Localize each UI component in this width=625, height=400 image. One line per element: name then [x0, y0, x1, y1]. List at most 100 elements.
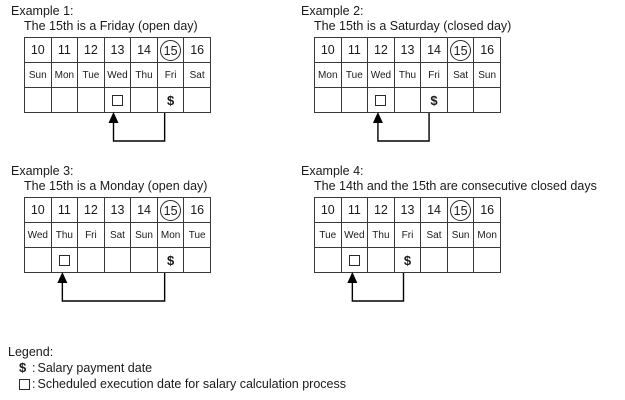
weekday-cell: Wed [24, 222, 52, 248]
arrow-head-icon [372, 112, 383, 123]
weekday-cell: Thu [130, 62, 158, 88]
day-number-cell: 15 [156, 37, 185, 63]
weekday-cell: Wed [103, 62, 132, 88]
circled-day-marker: 15 [450, 39, 472, 61]
weekday-cell: Tue [77, 62, 105, 88]
dollar-icon: $ [19, 360, 27, 375]
legend: Legend: $ : Salary payment date : Schedu… [8, 344, 346, 392]
weekday-cell: Tue [183, 222, 211, 248]
marker-cell [420, 247, 448, 273]
day-number-cell: 15 [156, 197, 185, 223]
example-4-title: Example 4: [301, 164, 364, 178]
marker-cell [103, 87, 132, 113]
weekday-cell: Tue [340, 62, 369, 88]
weekday-cell: Fri [156, 62, 185, 88]
weekday-cell: Sun [130, 222, 158, 248]
example-4-subtitle: The 14th and the 15th are consecutive cl… [314, 179, 597, 193]
marker-cell: $ [156, 247, 185, 273]
example-1-title: Example 1: [11, 4, 74, 18]
day-number-cell: 10 [24, 197, 52, 223]
legend-title: Legend: [8, 345, 54, 359]
example-1: Example 1:The 15th is a Friday (open day… [11, 4, 211, 142]
day-number-cell: 12 [77, 37, 105, 63]
circled-day-marker: 15 [160, 199, 182, 221]
example-2-subtitle: The 15th is a Saturday (closed day) [314, 19, 512, 33]
marker-cell [50, 87, 79, 113]
arrow-head-icon [108, 112, 119, 123]
example-3-flow-arrow [57, 272, 166, 302]
legend-item-salary-payment-date: $ : Salary payment date [19, 360, 346, 376]
weekday-cell: Wed [340, 222, 369, 248]
arrow-head-icon [347, 272, 358, 283]
day-number-cell: 16 [473, 37, 501, 63]
marker-cell [367, 87, 395, 113]
day-number-cell: 12 [367, 197, 395, 223]
day-number-cell: 13 [103, 197, 132, 223]
day-number-cell: 11 [50, 37, 79, 63]
dollar-icon: $ [166, 252, 175, 268]
table-row-markers: $ [24, 87, 211, 113]
example-2-title: Example 2: [301, 4, 364, 18]
square-icon [375, 95, 387, 107]
day-number-cell: 15 [446, 37, 475, 63]
table-row-markers: $ [314, 87, 501, 113]
weekday-cell: Sun [24, 62, 52, 88]
marker-cell [367, 247, 395, 273]
day-number-cell: 14 [420, 37, 448, 63]
dollar-icon: $ [166, 92, 175, 108]
square-icon [58, 255, 70, 267]
table-row-markers: $ [314, 247, 501, 273]
marker-cell: $ [420, 87, 448, 113]
dollar-icon: $ [403, 252, 412, 268]
weekday-cell: Sat [420, 222, 448, 248]
marker-cell [77, 87, 105, 113]
weekday-cell: Mon [156, 222, 185, 248]
legend-item-label: Salary payment date [37, 361, 153, 375]
marker-cell: $ [156, 87, 185, 113]
weekday-cell: Sat [103, 222, 132, 248]
marker-cell [446, 87, 475, 113]
day-number-cell: 10 [314, 197, 342, 223]
marker-cell [446, 247, 475, 273]
legend-item-separator: : [32, 361, 36, 375]
day-number-cell: 12 [367, 37, 395, 63]
square-icon [19, 378, 30, 390]
day-number-cell: 11 [50, 197, 79, 223]
legend-item-label: Scheduled execution date for salary calc… [37, 377, 346, 391]
day-number-cell: 14 [420, 197, 448, 223]
day-number-cell: 10 [314, 37, 342, 63]
marker-cell [103, 247, 132, 273]
day-number-cell: 16 [183, 197, 211, 223]
example-3-subtitle: The 15th is a Monday (open day) [24, 179, 208, 193]
square-icon [111, 95, 123, 107]
weekday-cell: Fri [420, 62, 448, 88]
weekday-cell: Tue [314, 222, 342, 248]
dollar-icon: $ [430, 92, 438, 108]
day-number-cell: 16 [183, 37, 211, 63]
weekday-cell: Fri [77, 222, 105, 248]
example-3-title: Example 3: [11, 164, 74, 178]
example-1-subtitle: The 15th is a Friday (open day) [24, 19, 198, 33]
weekday-cell: Mon [50, 62, 79, 88]
weekday-cell: Thu [367, 222, 395, 248]
example-4: Example 4:The 14th and the 15th are cons… [301, 164, 597, 302]
marker-cell [183, 87, 211, 113]
weekday-cell: Thu [393, 62, 422, 88]
day-number-cell: 10 [24, 37, 52, 63]
example-3: Example 3:The 15th is a Monday (open day… [11, 164, 211, 302]
legend-item-scheduled-execution-date: : Scheduled execution date for salary ca… [19, 376, 346, 392]
marker-cell [393, 87, 422, 113]
day-number-cell: 13 [393, 197, 422, 223]
